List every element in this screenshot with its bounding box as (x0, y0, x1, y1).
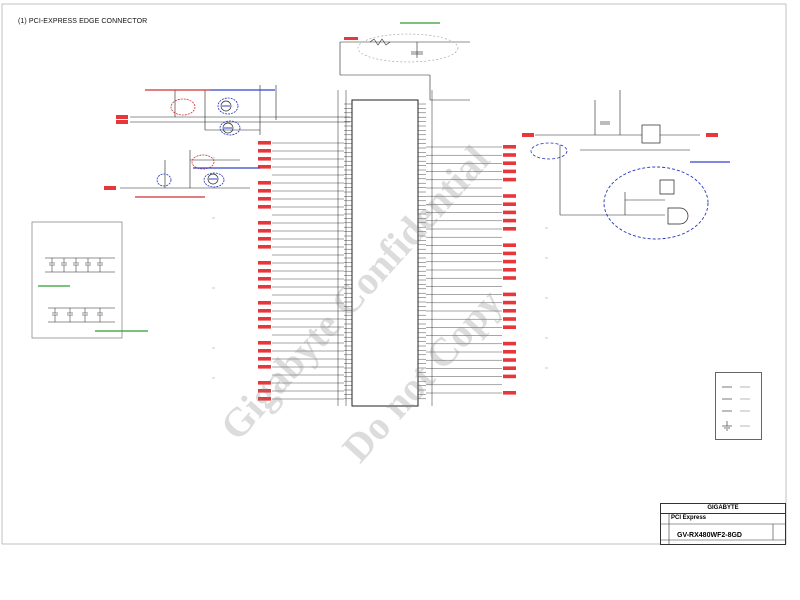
page-title: (1) PCI-EXPRESS EDGE CONNECTOR (18, 18, 148, 25)
signal-connector (258, 317, 271, 321)
signal-connector (258, 165, 271, 169)
note-circle-f (156, 173, 172, 187)
signal-connector (258, 197, 271, 201)
signal-connector (503, 202, 516, 206)
signal-connector (503, 161, 516, 165)
signal-connector (503, 300, 516, 305)
signal-connector (258, 381, 271, 385)
signal-connector (258, 261, 271, 265)
signal-connector (503, 153, 516, 157)
signal-connector (503, 292, 516, 297)
right-regulator-circuit (522, 90, 718, 225)
signal-connector (258, 325, 271, 329)
note-circle-b (217, 97, 239, 115)
signal-connector (503, 317, 516, 321)
signal-connector (503, 218, 516, 223)
signal-connector (258, 189, 271, 193)
pcie-connector-body (351, 99, 419, 407)
signal-connector (258, 349, 271, 353)
signal-connector (503, 276, 516, 280)
title-block-company: GIGABYTE (661, 504, 785, 514)
signal-connector (258, 397, 271, 401)
left-bus-wires (258, 90, 347, 406)
signal-connector (258, 365, 271, 369)
signal-connector (258, 389, 271, 393)
signal-connector (503, 227, 516, 231)
signal-connector (503, 309, 516, 313)
signal-connector (503, 350, 516, 354)
signal-connector (503, 251, 516, 256)
note-circle-a (170, 98, 196, 116)
decoupling-box (31, 221, 123, 339)
signal-connector (503, 145, 516, 149)
signal-connector (258, 181, 271, 185)
signal-connector (258, 301, 271, 305)
signal-connector (258, 149, 271, 153)
signal-connector (503, 210, 516, 215)
signal-connector (258, 309, 271, 313)
legend-box (715, 372, 762, 440)
title-block-document: GV-RX480WF2-8GD (677, 532, 742, 539)
note-circle-d (191, 154, 215, 170)
ic-pins-right (418, 103, 426, 399)
signal-connector (503, 366, 516, 370)
note-circle-e (203, 172, 225, 188)
signal-connector (258, 357, 271, 361)
ic-pins-left (344, 103, 352, 399)
signal-connector (503, 169, 516, 174)
signal-connector (503, 259, 516, 264)
sheet-border (1, 3, 787, 545)
signal-connector (258, 341, 271, 345)
signal-connector (258, 237, 271, 241)
signal-connector (258, 277, 271, 281)
title-block: GIGABYTE PCI Express GV-RX480WF2-8GD (660, 503, 786, 545)
signal-connector (503, 243, 516, 247)
middle-left-circuit (104, 150, 250, 190)
signal-connector (503, 177, 516, 182)
note-circle-right-small (530, 142, 568, 160)
note-circle-right-large (603, 166, 709, 240)
signal-connector (258, 205, 271, 209)
signal-connector (503, 358, 516, 362)
signal-connector (503, 268, 516, 272)
signal-connector (258, 269, 271, 273)
signal-connector (258, 221, 271, 225)
note-circle-c (219, 120, 241, 136)
title-block-title: PCI Express (671, 515, 707, 521)
signal-connector (503, 391, 516, 395)
note-circle-top (357, 33, 459, 63)
right-bus-wires (426, 90, 516, 406)
signal-connector (503, 325, 516, 329)
signal-connector (258, 285, 271, 289)
signal-connector (258, 157, 271, 161)
side-marks (212, 157, 548, 379)
signal-connector (258, 245, 271, 249)
upper-left-circuit (116, 85, 350, 135)
top-power-network (339, 37, 470, 101)
annotation-marks (135, 22, 730, 198)
signal-connector (258, 229, 271, 233)
signal-connector (503, 374, 516, 379)
signal-connector (503, 194, 516, 198)
decoupling-caps (38, 257, 148, 332)
signal-connector (503, 341, 516, 346)
signal-connector (258, 141, 271, 145)
